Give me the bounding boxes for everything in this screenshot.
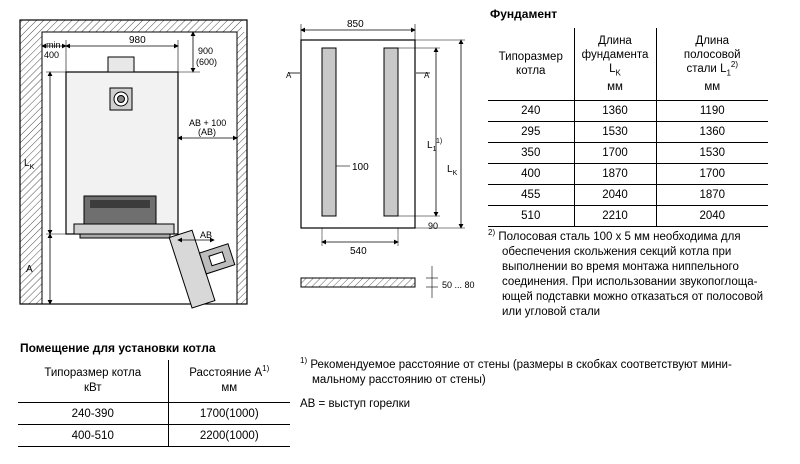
room-col-distance: Расстояние A1) мм xyxy=(168,360,290,403)
table-row: 400 1870 1700 xyxy=(488,163,768,185)
section-mark-left: A xyxy=(286,71,292,80)
dim-90: 90 xyxy=(428,221,438,231)
dim-min: min xyxy=(46,40,61,50)
boiler-room-drawing: min 400 980 900 (600) AB + 100 (AB) LK A… xyxy=(19,19,248,309)
dim-ab100: AB + 100 xyxy=(189,118,226,128)
table-row: 455 2040 1870 xyxy=(488,184,768,206)
table-row: 510 2210 2040 xyxy=(488,205,768,227)
dim-ab: AB xyxy=(200,230,212,240)
table-row: 240-390 1700(1000) xyxy=(18,402,290,425)
table-row: 350 1700 1530 xyxy=(488,142,768,164)
table-row: 295 1530 1360 xyxy=(488,121,768,143)
dim-ab-paren: (AB) xyxy=(198,127,216,137)
dim-980: 980 xyxy=(129,35,146,46)
foundation-title: Фундамент xyxy=(490,7,558,21)
dim-540: 540 xyxy=(350,246,367,257)
dim-lk: LK xyxy=(24,158,35,171)
footnote-1: 1) Рекомендуемое расстояние от стены (ра… xyxy=(300,356,732,386)
table-row: 400-510 2200(1000) xyxy=(18,424,290,447)
dim-600: (600) xyxy=(196,57,217,67)
note-ab: AB = выступ горелки xyxy=(300,398,411,410)
foundation-drawing: A A 850 100 540 90 L11) LK 50 ... 80 xyxy=(286,19,475,298)
dim-lk-found: LK xyxy=(447,164,458,177)
dim-100: 100 xyxy=(352,162,369,173)
dim-400: 400 xyxy=(44,50,59,60)
section-mark-right: A xyxy=(424,71,430,80)
dim-900: 900 xyxy=(198,46,213,56)
dim-l1: L11) xyxy=(427,138,442,153)
footnote-2: 2) Полосовая сталь 100 x 5 мм необходима… xyxy=(488,228,763,318)
dim-850: 850 xyxy=(347,19,364,30)
table-row: 240 1360 1190 xyxy=(488,100,768,122)
dim-50-80: 50 ... 80 xyxy=(442,280,475,290)
dim-a: A xyxy=(26,264,33,275)
room-title: Помещение для установки котла xyxy=(20,341,216,355)
